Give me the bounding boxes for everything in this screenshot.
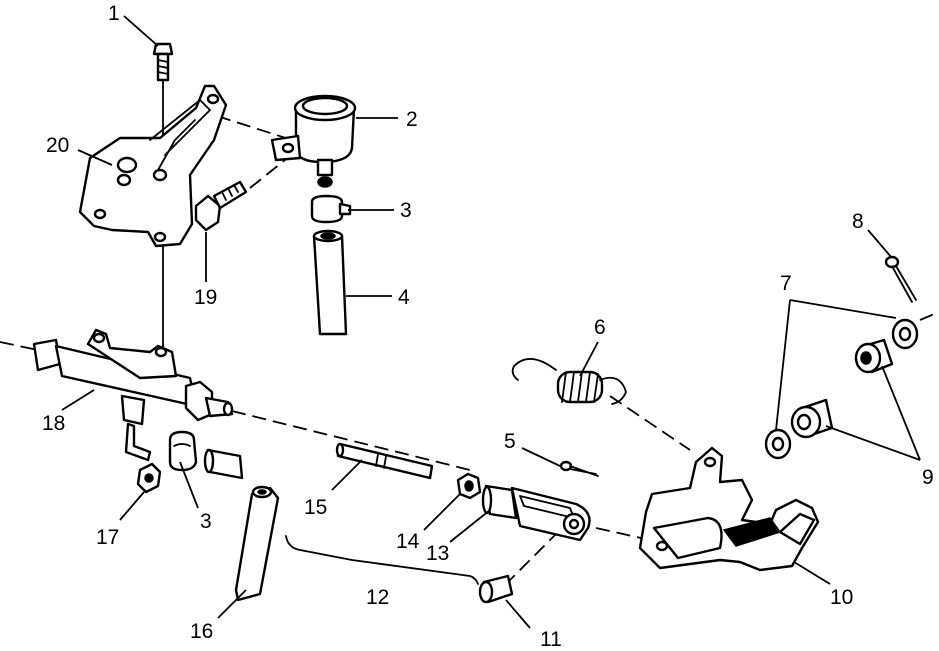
callout-9: 9 (922, 466, 934, 489)
nut-part-14 (456, 472, 482, 500)
callout-19: 19 (194, 286, 217, 309)
bracket-part-20 (78, 84, 228, 248)
callout-4: 4 (398, 286, 410, 309)
callout-14: 14 (396, 530, 420, 553)
pedal-part-10 (638, 446, 820, 572)
pin-part-15 (335, 442, 434, 480)
callout-1: 1 (108, 2, 120, 25)
callout-16: 16 (190, 620, 213, 643)
callout-15: 15 (304, 496, 327, 519)
clamp-part-3b (168, 430, 198, 472)
clevis-part-13 (481, 484, 591, 542)
callout-10: 10 (830, 586, 853, 609)
spring-part-6 (511, 358, 627, 405)
callout-11: 11 (540, 628, 562, 651)
cotter-pin-part-5 (559, 460, 599, 477)
hose-part-4 (312, 229, 348, 336)
hose-part-16 (234, 485, 280, 602)
callout-20: 20 (46, 134, 69, 157)
washer-part-7a (891, 318, 919, 350)
callout-12: 12 (366, 586, 389, 609)
bushing-part-9b (790, 398, 834, 439)
reservoir-part-2 (270, 94, 357, 188)
shaft-housing-part-18 (32, 328, 234, 462)
clevis-pin-part-11 (478, 574, 514, 604)
callout-6: 6 (594, 316, 606, 339)
pin-part-8 (884, 255, 917, 303)
washer-part-7b (764, 428, 792, 460)
callout-7: 7 (780, 272, 792, 295)
callout-5: 5 (504, 430, 516, 453)
bushing-part-9a (854, 338, 894, 374)
callout-8: 8 (852, 210, 864, 233)
callout-13: 13 (426, 542, 449, 565)
callout-3b: 3 (200, 510, 212, 533)
callout-18: 18 (42, 412, 65, 435)
sleeve-part (203, 448, 244, 480)
nut-part-17 (136, 462, 162, 494)
clamp-part-3a (310, 194, 352, 224)
callout-3a: 3 (400, 199, 412, 222)
callout-2: 2 (406, 108, 418, 131)
bolt-part-19 (194, 180, 248, 232)
bolt-part-1 (152, 42, 174, 82)
callout-17: 17 (96, 526, 119, 549)
callout-labels: 1 2 3 4 19 20 18 17 3 16 15 12 14 13 5 6… (42, 2, 934, 651)
leader-lines (61, 15, 921, 629)
